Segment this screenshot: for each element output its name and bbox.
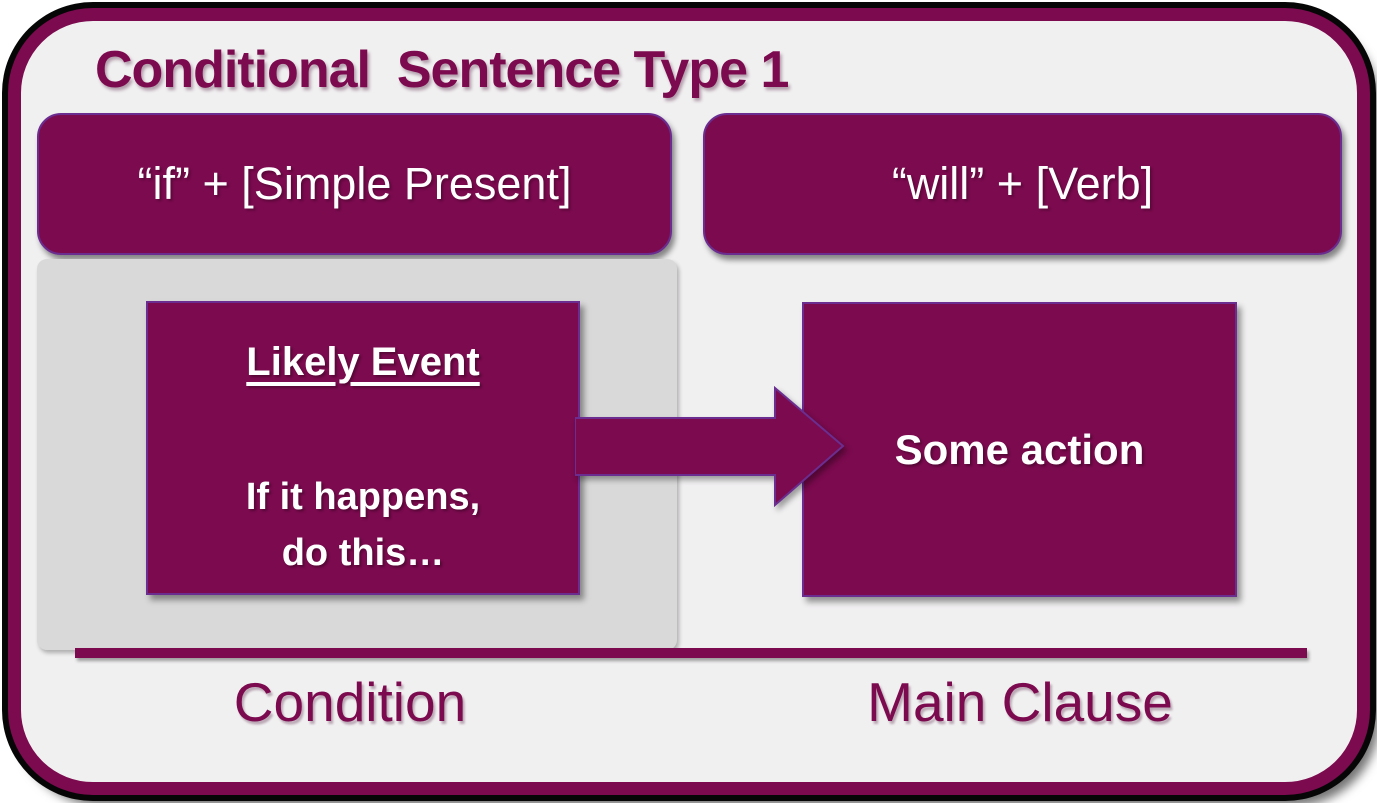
column-divider-line <box>75 648 1307 658</box>
likely-event-body-line1: If it happens, <box>245 476 481 518</box>
main-clause-formula-box: “will” + [Verb] <box>703 113 1342 255</box>
condition-formula-box: “if” + [Simple Present] <box>37 113 672 255</box>
flow-arrow-right-icon <box>575 386 845 507</box>
main-clause-formula-label: “will” + [Verb] <box>891 158 1154 209</box>
likely-event-body: If it happens, do this… <box>148 469 578 581</box>
condition-footer-label: Condition <box>233 671 467 733</box>
some-action-box: Some action <box>802 302 1237 597</box>
likely-event-body-line2: do this… <box>281 532 445 574</box>
page-title: Conditional Sentence Type 1 <box>95 41 789 99</box>
likely-event-heading: Likely Event <box>246 340 480 384</box>
some-action-label: Some action <box>894 425 1145 473</box>
likely-event-box: Likely Event If it happens, do this… <box>146 301 580 595</box>
main-clause-footer-label: Main Clause <box>867 671 1173 733</box>
condition-formula-label: “if” + [Simple Present] <box>137 158 572 209</box>
